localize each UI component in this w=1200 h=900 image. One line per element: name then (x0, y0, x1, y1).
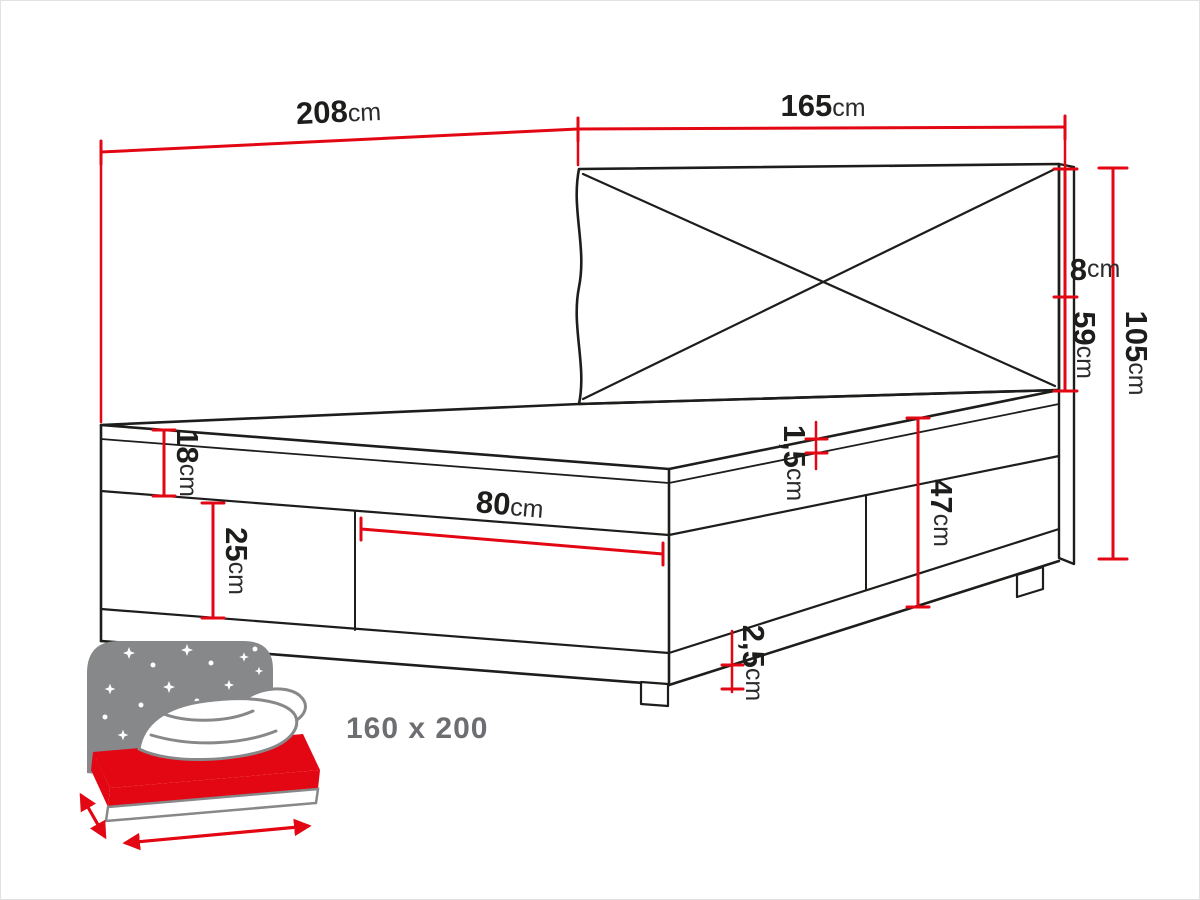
size-label: 160 x 200 (346, 712, 488, 745)
dim-leg-2-5 (720, 629, 745, 694)
dim-side-height-47 (905, 416, 931, 609)
icon-base (104, 787, 320, 823)
dim-width-165 (576, 114, 1067, 169)
dim-label-headboard-top: 8cm (1070, 252, 1121, 287)
dim-label-box: 25cm (220, 527, 255, 595)
topper-piping-seam (100, 403, 1060, 484)
icon-length-arrow (122, 818, 312, 851)
dimension-lines (99, 114, 1129, 694)
bed-drawing (99, 162, 1076, 708)
dim-length-208 (99, 116, 580, 424)
headboard-side-strip (1057, 162, 1076, 566)
dim-label-total-height: 105cm (1120, 310, 1155, 395)
dim-label-leg: 2,5cm (737, 625, 772, 701)
icon-width-arrow (79, 792, 107, 840)
dim-label-headboard-lower: 59cm (1068, 311, 1103, 379)
headboard-cross-stitching (581, 167, 1057, 401)
dim-label-topper-edge: 1,5cm (778, 425, 813, 501)
dim-headboard-8-59 (1052, 167, 1079, 393)
dim-label-width: 165cm (780, 88, 865, 123)
headboard-panel (575, 162, 1061, 406)
dim-half-width-80 (359, 516, 665, 567)
mattress-bottom-seam (99, 454, 1061, 537)
bed-icon (79, 641, 320, 851)
dim-total-height-105 (1097, 166, 1129, 561)
dim-box-25 (200, 501, 226, 620)
dim-mattress-18 (151, 428, 177, 498)
leg-right-back (1015, 565, 1045, 599)
dim-label-mattress: 18cm (171, 429, 206, 497)
dim-label-side-height: 47cm (925, 479, 960, 547)
dim-label-half-width: 80cm (475, 484, 546, 525)
dim-topper-1-5 (804, 420, 829, 471)
leg-front-corner (639, 680, 670, 708)
dimension-labels: 208cm 165cm 8cm 59cm 105cm 18cm 25cm 80c… (171, 88, 1155, 701)
icon-pillows (137, 687, 307, 761)
dim-label-length: 208cm (295, 92, 382, 131)
